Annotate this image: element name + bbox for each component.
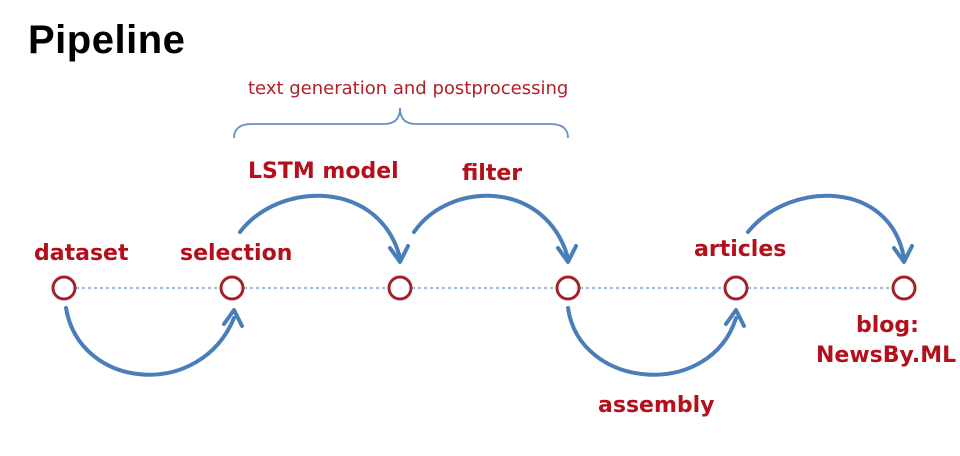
label-blog-line2: NewsBy.ML: [816, 343, 957, 368]
arrow-selection-to-lstm: [238, 193, 402, 260]
node-articles: [723, 275, 749, 301]
node-blog: [891, 275, 917, 301]
node-filter-output: [555, 275, 581, 301]
label-filter: filter: [462, 161, 523, 186]
label-lstm-model: LSTM model: [248, 159, 399, 184]
arrowhead-articles: [724, 308, 746, 328]
arrow-dataset-to-selection: [64, 306, 236, 377]
node-dataset: [51, 275, 77, 301]
label-articles: articles: [694, 237, 787, 262]
label-assembly: assembly: [598, 393, 715, 418]
arrowhead-filter: [556, 244, 578, 264]
arrowhead-blog: [892, 244, 914, 264]
page-title: Pipeline: [28, 18, 186, 62]
arrowhead-lstm: [388, 244, 410, 264]
arrow-lstm-to-filter: [412, 193, 570, 260]
group-label: text generation and postprocessing: [248, 78, 569, 99]
label-dataset: dataset: [34, 241, 129, 266]
label-selection: selection: [180, 241, 293, 266]
arrow-articles-to-blog: [746, 193, 906, 260]
node-lstm-output: [387, 275, 413, 301]
arrow-filter-to-articles: [566, 306, 738, 377]
node-selection: [219, 275, 245, 301]
group-brace: [233, 107, 569, 139]
arrowhead-selection: [222, 308, 244, 328]
label-blog-line1: blog:: [856, 313, 919, 338]
